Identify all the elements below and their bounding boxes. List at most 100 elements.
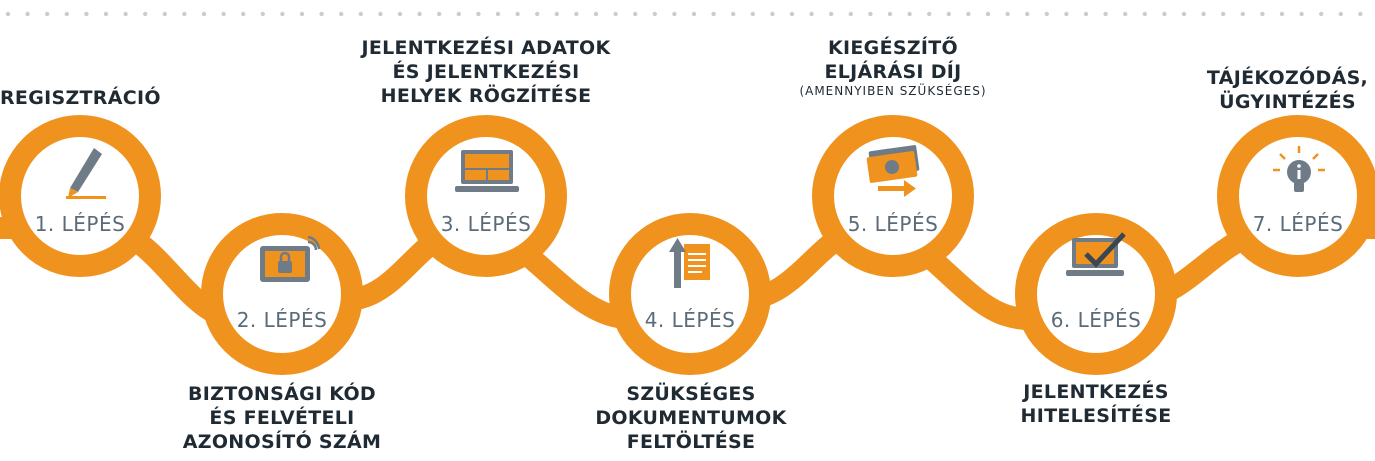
step-4-circle — [609, 213, 771, 375]
step-7-circle — [1217, 115, 1375, 277]
step-3-label: 3. LÉPÉS — [440, 212, 532, 236]
lightbulb-info-icon — [1273, 146, 1325, 192]
caption-line: DOKUMENTUMOK — [595, 407, 787, 429]
border-dot — [378, 11, 383, 17]
border-dot — [241, 11, 246, 17]
border-dot — [907, 11, 912, 17]
border-dot — [162, 11, 167, 17]
border-dot — [1338, 11, 1344, 17]
step-4-label: 4. LÉPÉS — [644, 308, 736, 332]
border-dot — [280, 11, 285, 17]
caption-line: ÉS FELVÉTELI — [209, 407, 355, 429]
step-4-caption: SZÜKSÉGES DOKUMENTUMOK FELTÖLTÉSE — [586, 382, 796, 454]
document-upload-icon — [669, 238, 710, 288]
step-1-label: 1. LÉPÉS — [34, 212, 126, 236]
border-dot — [633, 11, 638, 17]
border-dot — [1221, 11, 1226, 17]
border-dot — [1044, 11, 1050, 17]
laptop-check-icon — [1066, 232, 1126, 276]
border-dot — [476, 11, 481, 17]
caption-line: KIEGÉSZÍTŐ — [828, 37, 958, 59]
border-dot — [84, 11, 89, 17]
border-dot — [868, 11, 873, 17]
border-dot — [927, 11, 932, 17]
caption-line: HITELESÍTÉSE — [1020, 405, 1172, 427]
secure-tablet-icon — [260, 236, 320, 282]
border-dot — [1299, 11, 1304, 17]
money-transfer-icon — [866, 145, 920, 197]
border-dot — [358, 11, 363, 17]
border-dot — [1260, 11, 1265, 17]
step-2-label: 2. LÉPÉS — [236, 308, 328, 332]
step-3-circle — [405, 115, 567, 277]
border-dot — [985, 11, 991, 17]
step-6-caption: JELENTKEZÉS HITELESÍTÉSE — [996, 380, 1196, 428]
step-1-caption: REGISZTRÁCIÓ — [0, 86, 160, 110]
border-dot — [103, 11, 109, 17]
border-dot — [201, 11, 207, 17]
border-dot — [1123, 11, 1128, 17]
border-dot — [1162, 11, 1167, 17]
border-dot — [731, 11, 736, 17]
border-dot — [809, 11, 814, 17]
border-dot — [319, 11, 324, 17]
border-dot — [143, 11, 148, 17]
caption-line: AZONOSÍTÓ SZÁM — [182, 431, 382, 453]
caption-line: JELENTKEZÉSI ADATOK — [361, 37, 611, 59]
border-dot — [456, 11, 461, 17]
border-dot — [1064, 11, 1069, 17]
border-dot — [1279, 11, 1285, 17]
caption-line: REGISZTRÁCIÓ — [0, 87, 161, 109]
pen-icon — [66, 148, 106, 199]
caption-line: FELTÖLTÉSE — [626, 431, 756, 453]
step-7-caption: TÁJÉKOZÓDÁS, ÜGYINTÉZÉS — [1200, 66, 1375, 114]
border-dot — [495, 11, 501, 17]
border-dot — [339, 11, 344, 17]
caption-line: JELENTKEZÉS — [1023, 381, 1169, 403]
border-dot — [554, 11, 559, 17]
border-dot — [789, 11, 795, 17]
step-2-caption: BIZTONSÁGI KÓD ÉS FELVÉTELI AZONOSÍTÓ SZ… — [172, 382, 392, 454]
caption-line: BIZTONSÁGI KÓD — [187, 383, 376, 405]
border-dot — [1358, 11, 1363, 17]
caption-subnote: (AMENNYIBEN SZÜKSÉGES) — [799, 84, 987, 98]
border-dot — [887, 11, 893, 17]
border-dot — [691, 11, 697, 17]
border-dot — [437, 11, 442, 17]
border-dot — [535, 11, 540, 17]
border-dot — [1181, 11, 1187, 17]
step-6-circle — [1015, 213, 1177, 375]
step-6-label: 6. LÉPÉS — [1050, 308, 1142, 332]
border-dot — [1083, 11, 1089, 17]
border-dot — [672, 11, 677, 17]
border-dot — [1103, 11, 1108, 17]
border-dot — [397, 11, 403, 17]
laptop-icon — [455, 150, 519, 192]
caption-line: ÉS JELENTKEZÉSI — [392, 61, 580, 83]
step-3-caption: JELENTKEZÉSI ADATOK ÉS JELENTKEZÉSI HELY… — [350, 36, 622, 108]
step-5-caption: KIEGÉSZÍTŐ ELJÁRÁSI DÍJ (AMENNYIBEN SZÜK… — [773, 36, 1013, 99]
border-dot — [848, 11, 853, 17]
border-dot — [1240, 11, 1246, 17]
caption-line: SZÜKSÉGES — [626, 383, 756, 405]
border-dot — [515, 11, 520, 17]
border-dot — [770, 11, 775, 17]
border-dot — [1005, 11, 1010, 17]
border-dot — [1319, 11, 1324, 17]
border-dot — [64, 11, 70, 17]
border-dot — [711, 11, 716, 17]
border-dot — [1142, 11, 1148, 17]
border-dot — [221, 11, 226, 17]
caption-line: HELYEK RÖGZÍTÉSE — [380, 85, 592, 107]
border-dot — [829, 11, 834, 17]
step-5-circle — [812, 115, 974, 277]
border-dot — [1201, 11, 1206, 17]
border-dot — [45, 11, 50, 17]
border-dot — [946, 11, 951, 17]
step-7-label: 7. LÉPÉS — [1252, 212, 1344, 236]
border-dot — [182, 11, 187, 17]
step-5-label: 5. LÉPÉS — [847, 212, 939, 236]
border-dot — [25, 11, 30, 17]
border-dot — [1025, 11, 1030, 17]
